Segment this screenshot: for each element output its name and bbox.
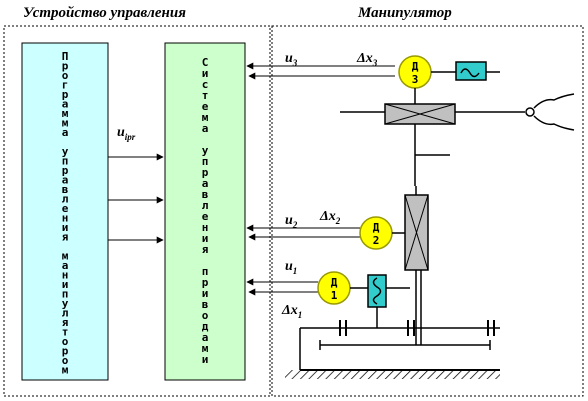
u2-label: u2 — [285, 213, 298, 230]
u3-label: u3 — [285, 51, 298, 68]
sensor-d1-number: 1 — [331, 289, 338, 302]
dx1-label: Δx1 — [281, 303, 302, 320]
sensor-d1-letter: Д — [331, 276, 338, 289]
sensor-d3-letter: Д — [412, 60, 419, 73]
dx2-label: Δx2 — [319, 209, 341, 226]
manipulator-heading: Манипулятор — [357, 5, 452, 21]
u-ipr-label: uipr — [117, 125, 136, 142]
gripper-pivot — [525, 107, 535, 117]
brake-3-icon — [455, 61, 487, 81]
sensor-d2-letter: Д — [373, 221, 380, 234]
gripper-icon — [533, 93, 575, 131]
sensor-d2-number: 2 — [373, 234, 380, 247]
actuator-3-cross-b — [384, 103, 456, 125]
control-unit-heading: Устройство управления — [23, 5, 186, 21]
u1-label: u1 — [285, 259, 297, 276]
control-system-block — [164, 42, 246, 381]
brake-1-wave — [372, 277, 382, 305]
actuator-2-cross-b — [404, 194, 429, 271]
brake-3-wave — [460, 68, 480, 78]
manipulator-frame — [271, 25, 584, 397]
dx3-label: Δx3 — [356, 51, 378, 68]
sensor-d3-number: 3 — [412, 73, 419, 86]
ground-hatch — [285, 370, 500, 379]
brake-1-icon — [367, 274, 387, 308]
control-unit-frame — [3, 25, 271, 397]
program-block — [21, 42, 109, 381]
